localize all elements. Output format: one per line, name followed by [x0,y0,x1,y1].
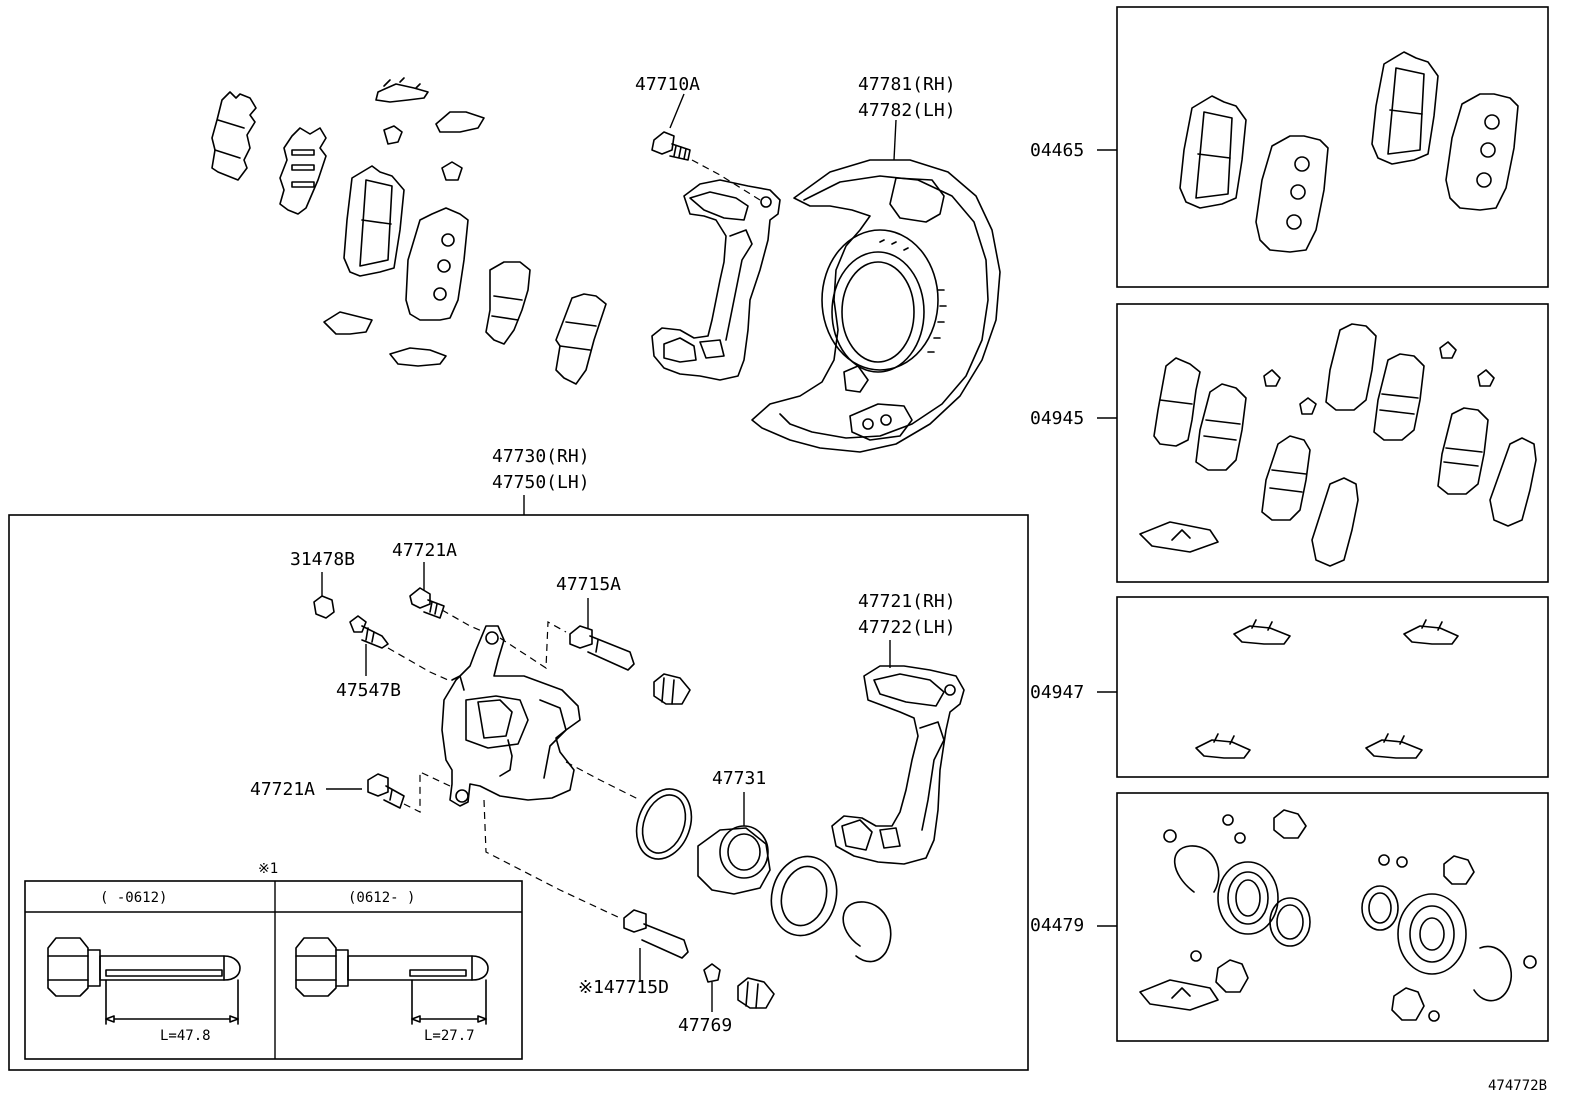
kit-04479-seal-kit-illustration [1139,809,1537,1022]
label-47715D: ※147715D [578,977,669,998]
inset-bolt-long-illustration [47,937,241,1025]
label-47715A: 47715A [556,574,621,595]
diagram-id: 474772B [1488,1078,1547,1094]
label-47731: 47731 [712,768,766,789]
label-47769: 47769 [678,1015,732,1036]
kit-04947-clips-illustration [1195,619,1459,759]
label-47721A-top: 47721A [392,540,457,561]
label-47722-lh: 47722(LH) [858,617,956,638]
label-47730-rh: 47730(RH) [492,446,590,467]
label-47721-rh: 47721(RH) [858,591,956,612]
label-47781-rh: 47781(RH) [858,74,956,95]
inset-marker: ※1 [258,861,278,877]
label-47721A-bottom: 47721A [250,779,315,800]
bolt-47710A-assembly-line [691,159,761,201]
label-47750-lh: 47750(LH) [492,472,590,493]
kit-04479-frame [1116,792,1549,1042]
kit-04945-shims-illustration [1139,323,1537,567]
caliper-small-parts-illustration [313,587,691,809]
label-04945: 04945 [1030,408,1084,429]
piston-seal-illustration [623,788,892,1009]
inset-col1-header: ( -0612) [100,890,167,906]
caliper-assembly-lines [387,609,641,919]
kit-04465-frame [1116,6,1549,288]
label-47710A: 47710A [635,74,700,95]
inset-col2-header: (0612- ) [348,890,415,906]
label-04465: 04465 [1030,140,1084,161]
caliper-bracket-upper-illustration [651,179,781,381]
caliper-body-illustration [441,625,581,807]
inset-dim-short: L=27.7 [424,1028,475,1044]
caliper-part-leaders [321,562,891,1012]
kit-04945-frame [1116,303,1549,583]
inset-bolt-table [24,880,523,1060]
label-31478B: 31478B [290,549,355,570]
caliper-bracket-lower-illustration [831,665,965,865]
dust-shield-leader [893,119,897,161]
inset-bolt-short-illustration [295,937,489,1025]
label-04479: 04479 [1030,915,1084,936]
bolt-47710A-illustration [651,131,691,161]
caliper-assembly-frame [8,514,1029,1071]
label-47782-lh: 47782(LH) [858,100,956,121]
inset-dim-long: L=47.8 [160,1028,211,1044]
pad-shim-group-illustration [211,77,607,385]
label-04947: 04947 [1030,682,1084,703]
label-47547B: 47547B [336,680,401,701]
bolt-47710A-leader [669,93,685,129]
dust-shield-illustration [751,159,1001,453]
kit-04947-frame [1116,596,1549,778]
kit-04465-pads-illustration [1179,51,1519,253]
